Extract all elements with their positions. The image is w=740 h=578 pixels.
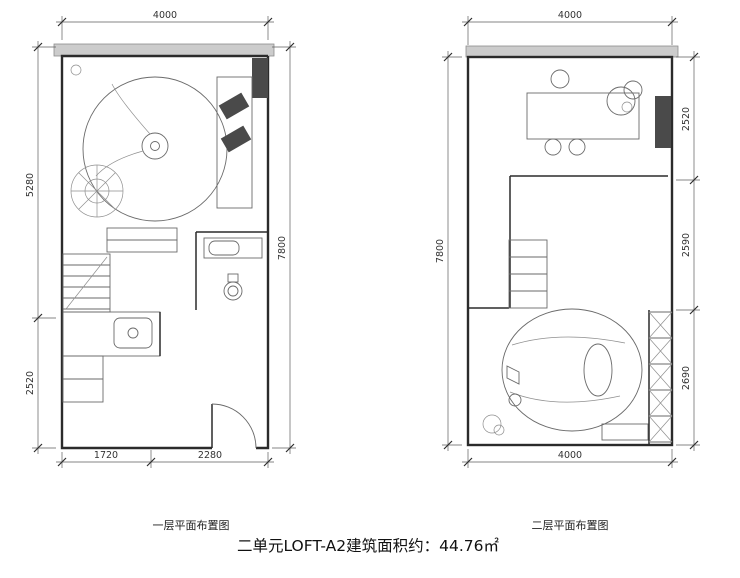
first-floor-caption: 一层平面布置图: [153, 519, 230, 532]
dim-right-middle: 2590: [681, 233, 692, 257]
top-slab: [465, 45, 679, 58]
dim-right-lower: 2690: [681, 366, 692, 390]
dim-right: 7800: [277, 236, 288, 260]
wardrobe: [508, 239, 548, 309]
stool: [508, 393, 522, 407]
column: [655, 96, 671, 148]
dim-left-lower: 2520: [25, 371, 36, 395]
chair: [568, 138, 586, 156]
dim-bottom-right: 2280: [198, 450, 222, 461]
first-floor-plan: 4000 5280 2520 7800 1720 2280 一层平面布置图: [25, 10, 296, 532]
vanity-counter: [203, 237, 263, 259]
toilet-tank: [227, 273, 239, 283]
kitchen-counter: [62, 311, 161, 403]
chair: [218, 92, 250, 120]
ceiling-light: [70, 64, 82, 76]
exterior-walls: [53, 43, 275, 450]
column: [252, 58, 268, 98]
dim-right-upper: 2520: [681, 107, 692, 131]
dim-left-upper: 5280: [25, 173, 36, 197]
dimensions-first-floor: 4000 5280 2520 7800 1720 2280: [25, 10, 296, 468]
wall-lamp: [506, 365, 520, 385]
stairs: [62, 253, 111, 313]
basin: [208, 240, 240, 256]
dining-table: [526, 69, 643, 156]
chair: [220, 125, 252, 153]
top-slab: [53, 43, 275, 57]
toilet: [223, 281, 243, 301]
ladder-stairs: [648, 310, 673, 445]
dim-bottom: 4000: [558, 450, 582, 461]
dim-top: 4000: [558, 10, 582, 21]
round-bed: [82, 76, 228, 222]
dimensions-second-floor: 4000 7800 2520 2590 2690 4000: [435, 10, 700, 468]
dim-left: 7800: [435, 239, 446, 263]
plant-fan: [70, 164, 124, 218]
bedside-plant: [482, 414, 505, 436]
page-title: 二单元LOFT-A2建筑面积约：44.76㎡: [237, 537, 500, 555]
dim-bottom-left: 1720: [94, 450, 118, 461]
entry-door: [211, 403, 257, 449]
bench: [601, 423, 649, 441]
exterior-walls: [465, 45, 679, 447]
second-floor-caption: 二层平面布置图: [532, 519, 609, 532]
dresser: [106, 227, 178, 253]
chair: [550, 69, 570, 89]
oval-bed: [501, 308, 649, 441]
upper-room-walls: [468, 175, 668, 309]
dim-top: 4000: [153, 10, 177, 21]
bathroom: [195, 231, 268, 310]
desk: [216, 76, 253, 209]
pillow: [583, 343, 613, 397]
plant: [606, 80, 643, 116]
chair: [544, 138, 562, 156]
second-floor-plan: 4000 7800 2520 2590 2690 4000 二层平面布置图: [435, 10, 700, 532]
